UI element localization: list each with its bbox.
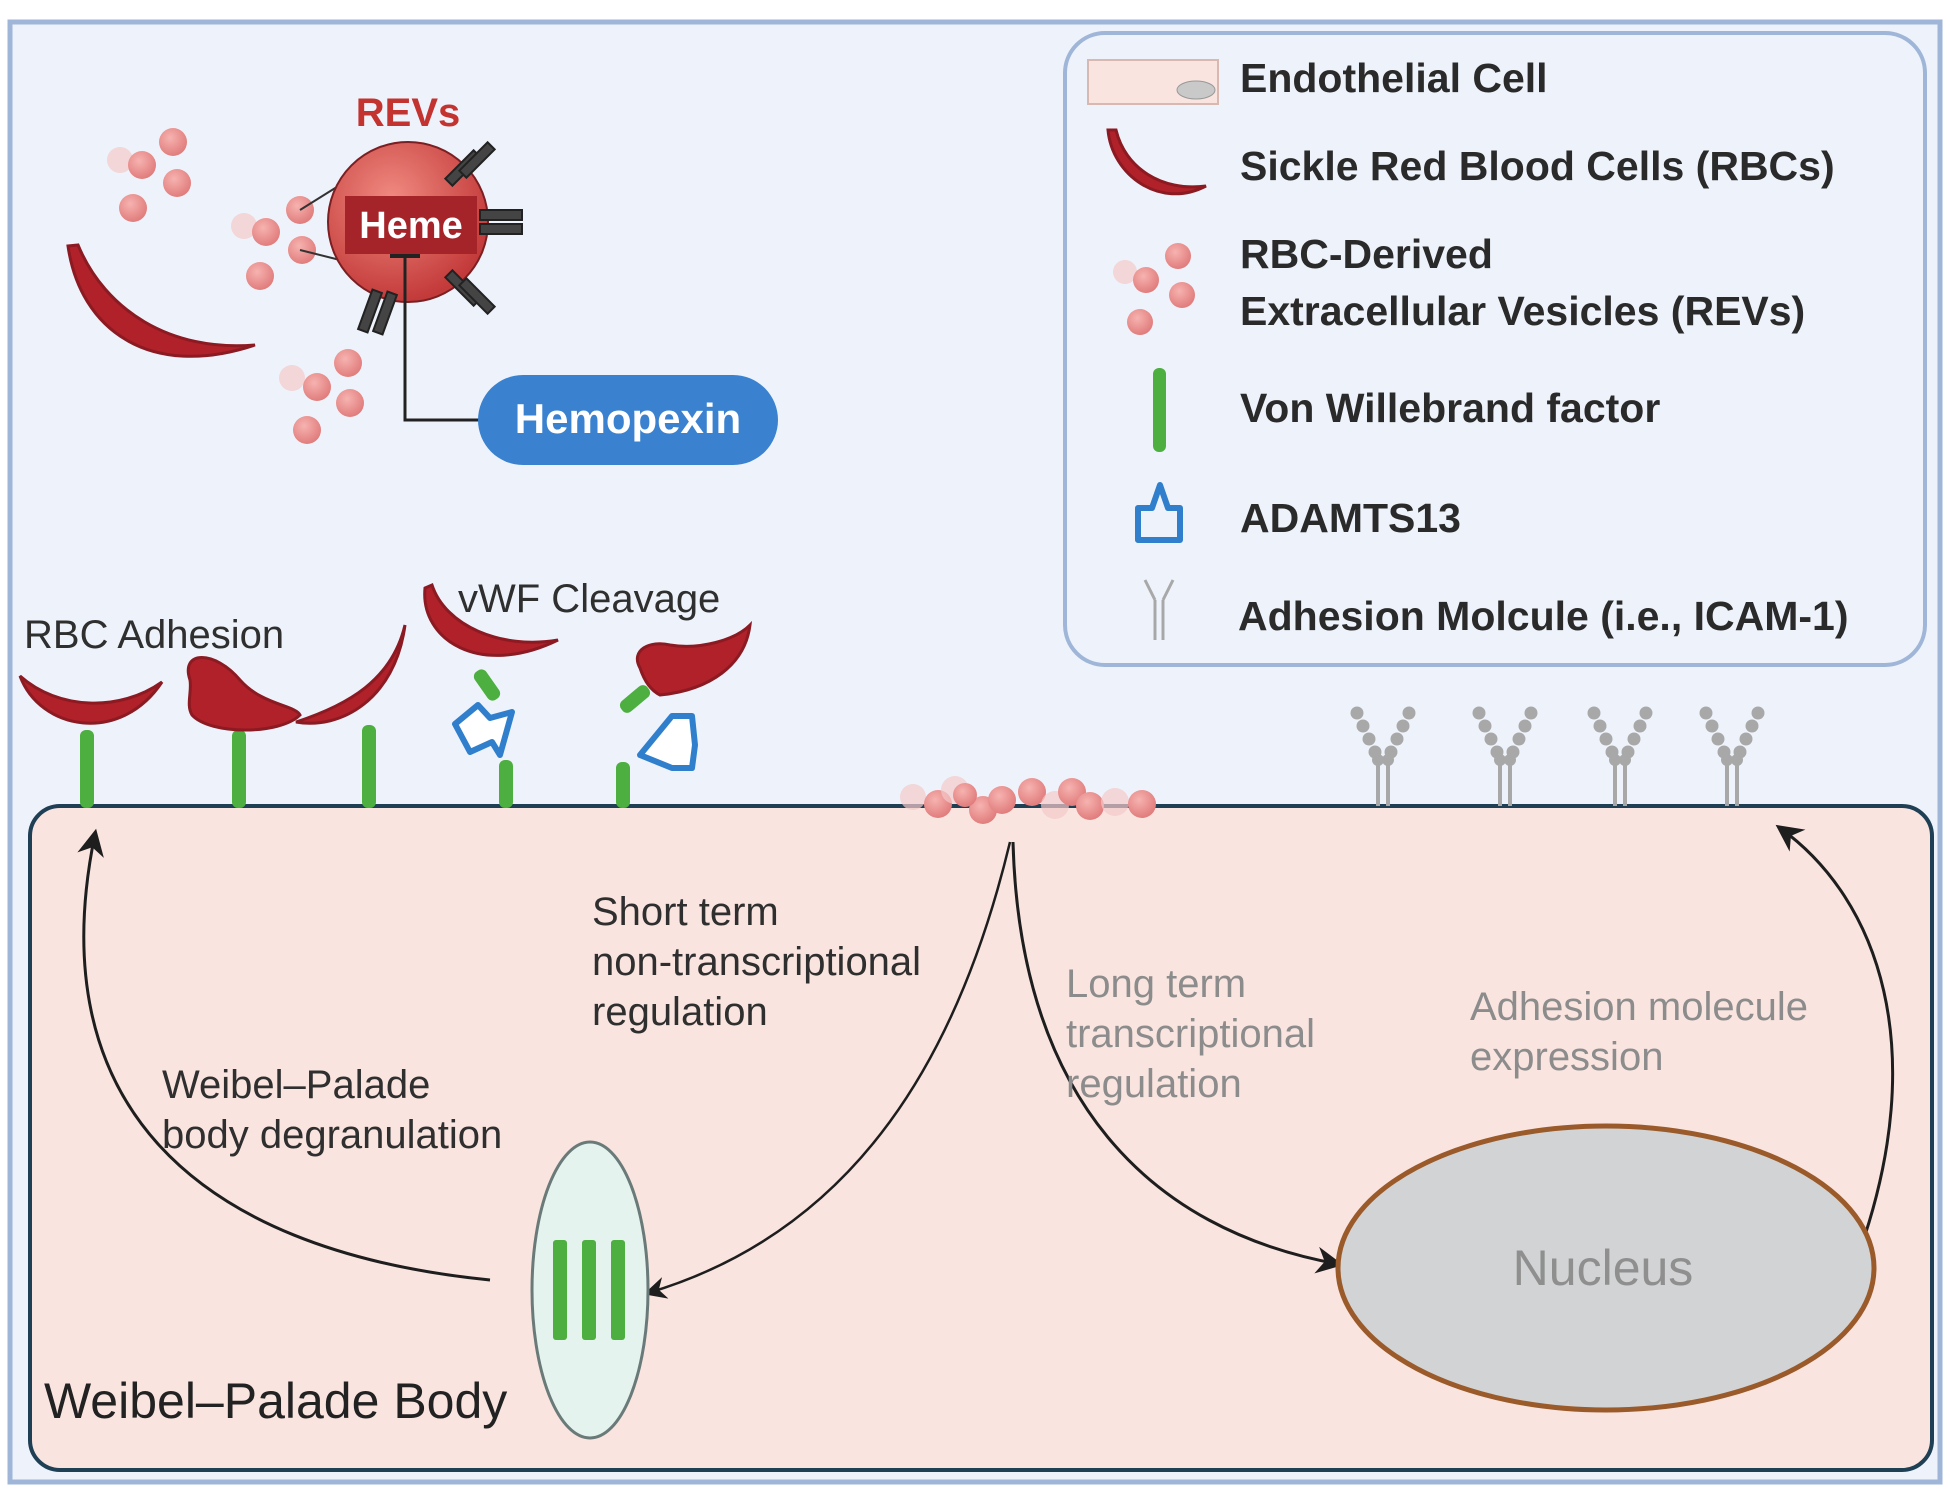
vesicle-cluster-1 [107, 128, 191, 222]
legend-revs-icon [1113, 243, 1195, 335]
legend-vwf-label: Von Willebrand factor [1240, 385, 1660, 431]
adherent-rbc-2 [186, 656, 302, 732]
legend-box [1063, 31, 1927, 667]
surface-vesicles [900, 776, 1156, 824]
heme-label: Heme [359, 205, 463, 247]
sickle-rbc-topleft [66, 243, 256, 358]
long-term-arrow [1011, 841, 1344, 1274]
cleavage-rbc-2 [636, 620, 753, 697]
hemopexin-label: Hemopexin [515, 395, 741, 442]
icam1-molecule [1472, 706, 1538, 806]
vwf-cleaved-fragment-2 [619, 685, 651, 713]
adhesion-expression-line-1: Adhesion molecule [1470, 985, 1808, 1029]
wpb-degranulation-line-2: body degranulation [162, 1113, 502, 1157]
vesicle-cluster-2 [231, 196, 316, 290]
vwf-cleavage-label: vWF Cleavage [458, 577, 720, 621]
wpb-degranulation-arrow [77, 828, 491, 1282]
nucleus [1335, 1123, 1877, 1413]
icam1-molecule [1699, 706, 1765, 806]
legend-adhesion-molecule-icon [1143, 579, 1175, 640]
adherent-rbc-1 [18, 674, 164, 725]
adamts13-1 [452, 702, 515, 758]
revs-title: REVs [356, 91, 461, 135]
legend-vwf-icon [1153, 368, 1166, 452]
legend-sickle-rbc-label: Sickle Red Blood Cells (RBCs) [1240, 143, 1835, 189]
short-term-line-2: non-transcriptional [592, 940, 921, 984]
legend-revs-label-1: RBC-Derived [1240, 231, 1493, 277]
heme-box [345, 196, 477, 254]
adhesion-expression-line-2: expression [1470, 1035, 1663, 1079]
wpb-degranulation-line-1: Weibel–Palade [162, 1063, 430, 1107]
short-term-arrow [643, 841, 1012, 1299]
adamts13-2 [637, 713, 698, 771]
long-term-line-1: Long term [1066, 962, 1246, 1006]
short-term-line-3: regulation [592, 990, 768, 1034]
icam1-molecule [1587, 706, 1653, 806]
legend-sickle-rbc-icon [1106, 128, 1207, 196]
rbc-adhesion-label: RBC Adhesion [24, 613, 284, 657]
long-term-line-3: regulation [1066, 1062, 1242, 1106]
long-term-line-2: transcriptional [1066, 1012, 1315, 1056]
vwf-strands [80, 725, 630, 808]
legend-adamts13-label: ADAMTS13 [1240, 495, 1461, 541]
adherent-rbc-3 [295, 624, 407, 725]
vwf-cleaved-fragment-1 [473, 669, 501, 701]
hemopexin-inhibition-line [403, 256, 482, 422]
legend-adhesion-molecule-label: Adhesion Molcule (i.e., ICAM-1) [1238, 593, 1848, 639]
legend-adamts13-icon [1135, 482, 1183, 543]
legend-endothelial-icon [1087, 59, 1219, 105]
legend-endothelial-label: Endothelial Cell [1240, 55, 1548, 101]
icam1-molecule [1350, 706, 1416, 806]
hemopexin-badge [478, 375, 778, 465]
legend-revs-label-2: Extracellular Vesicles (REVs) [1240, 288, 1805, 334]
cleavage-rbc-1 [423, 582, 559, 657]
weibel-palade-body [530, 1140, 650, 1440]
wpb-label: Weibel–Palade Body [44, 1373, 507, 1429]
icam1-molecules [1350, 706, 1765, 806]
adhesion-expression-arrow [1775, 824, 1895, 1251]
nucleus-label: Nucleus [1513, 1240, 1694, 1296]
vesicle-cluster-3 [279, 349, 364, 444]
short-term-line-1: Short term [592, 890, 779, 934]
